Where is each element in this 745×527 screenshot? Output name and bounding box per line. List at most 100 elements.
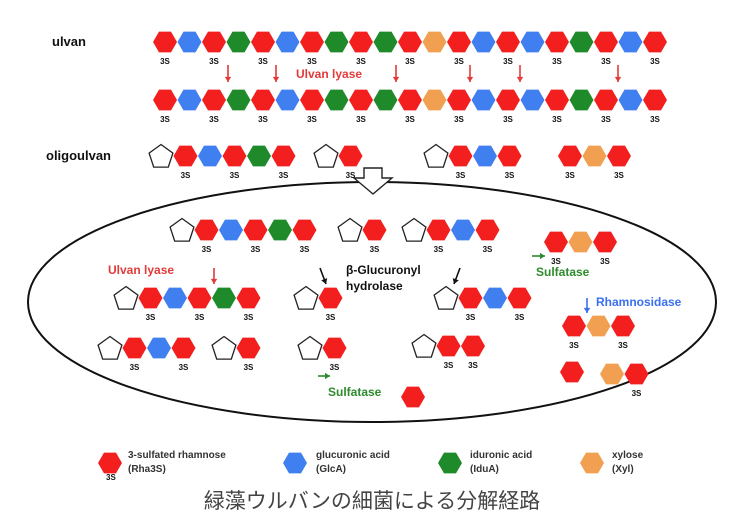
lyase-arrow-0 bbox=[224, 65, 232, 82]
sugar-B bbox=[147, 337, 171, 359]
sulfate-mark: 3S bbox=[650, 57, 660, 66]
sulfate-mark: 3S bbox=[258, 57, 268, 66]
legend-xyl-name: xylose bbox=[612, 450, 644, 461]
legend-rha3s-abbr: (Rha3S) bbox=[128, 464, 166, 475]
sugar-B bbox=[219, 219, 243, 241]
sugar-R bbox=[401, 386, 425, 408]
hydrolase-arrow-2 bbox=[452, 267, 461, 285]
sugar-R bbox=[624, 363, 649, 385]
legend bbox=[98, 452, 604, 474]
legend-glca-name: glucuronic acid bbox=[316, 450, 390, 461]
sugar-R bbox=[607, 145, 631, 167]
sulfate-mark: 3S bbox=[466, 313, 476, 322]
sugar-G bbox=[569, 31, 594, 53]
sugar-R bbox=[558, 145, 582, 167]
sugar-R bbox=[153, 31, 177, 53]
sugar-R bbox=[426, 219, 451, 241]
legend-hex-green bbox=[438, 452, 462, 474]
chain-in-c1: 3S 3S bbox=[97, 335, 196, 372]
sugar-B bbox=[275, 31, 300, 53]
sugar-R bbox=[436, 335, 461, 357]
sulfate-mark: 3S bbox=[456, 171, 466, 180]
sugar-R bbox=[122, 337, 147, 359]
sulfate-mark: 3S bbox=[483, 245, 493, 254]
sugar-O bbox=[586, 315, 611, 337]
sugar-B bbox=[471, 89, 496, 111]
sugar-B bbox=[618, 31, 643, 53]
sugar-G bbox=[226, 31, 251, 53]
sulfate-mark: 3S bbox=[601, 57, 611, 66]
sugar-B bbox=[451, 219, 475, 241]
sugar-O bbox=[600, 363, 624, 385]
sugar-R bbox=[562, 315, 586, 337]
arrows-layer bbox=[210, 65, 622, 380]
chain-in-b3: 3S 3S bbox=[433, 285, 532, 322]
sulfate-mark: 3S bbox=[195, 313, 205, 322]
sugar-B bbox=[473, 145, 497, 167]
lyase-arrow-5 bbox=[614, 65, 622, 82]
sugar-R bbox=[507, 287, 532, 309]
sugar-B bbox=[275, 89, 300, 111]
terminal-pentagon bbox=[297, 335, 323, 360]
terminal-pentagon bbox=[169, 217, 195, 242]
legend-glca-abbr: (GlcA) bbox=[316, 464, 346, 475]
sulfate-mark: 3S bbox=[505, 171, 515, 180]
sulfate-mark: 3S bbox=[251, 245, 261, 254]
sulfate-mark: 3S bbox=[179, 363, 189, 372]
sulfate-mark: 3S bbox=[370, 245, 380, 254]
sugar-R bbox=[300, 31, 324, 53]
sugar-O bbox=[568, 231, 593, 253]
sulfate-mark: 3S bbox=[600, 257, 610, 266]
sugar-R bbox=[458, 287, 483, 309]
sugar-G bbox=[247, 145, 271, 167]
sugar-R bbox=[194, 219, 219, 241]
sulfate-mark: 3S bbox=[434, 245, 444, 254]
sulfatase-arrow-bottom bbox=[318, 372, 330, 380]
sulfate-mark: 3S bbox=[244, 363, 254, 372]
terminal-pentagon bbox=[411, 333, 437, 358]
sulfate-mark: 3S bbox=[330, 363, 340, 372]
label-sulfatase-bottom: Sulfatase bbox=[328, 385, 382, 399]
lyase-arrow-3 bbox=[466, 65, 474, 82]
sulfate-mark: 3S bbox=[230, 171, 240, 180]
sugar-O bbox=[422, 31, 447, 53]
sugar-G bbox=[373, 89, 398, 111]
sugar-R bbox=[593, 231, 617, 253]
sulfate-mark: 3S bbox=[444, 361, 454, 370]
sugar-R bbox=[545, 31, 569, 53]
sulfate-mark: 3S bbox=[307, 115, 317, 124]
sugar-G bbox=[569, 89, 594, 111]
sugar-B bbox=[471, 31, 496, 53]
label-ulvan-lyase-inner: Ulvan lyase bbox=[108, 263, 174, 277]
sugar-R bbox=[322, 337, 347, 359]
sugar-R bbox=[594, 89, 618, 111]
sulfate-mark: 3S bbox=[130, 363, 140, 372]
terminal-pentagon bbox=[113, 285, 139, 310]
legend-hex-red bbox=[98, 452, 122, 474]
sugar-B bbox=[520, 89, 545, 111]
sugar-O bbox=[582, 145, 607, 167]
sugar-G bbox=[324, 89, 349, 111]
chain-in-c5 bbox=[560, 361, 584, 383]
label-hydrolase: hydrolase bbox=[346, 279, 403, 293]
sulfate-mark: 3S bbox=[160, 57, 170, 66]
sulfate-mark: 3S bbox=[356, 57, 366, 66]
sulfate-mark: 3S bbox=[515, 313, 525, 322]
sugar-R bbox=[202, 89, 226, 111]
label-ulvan-lyase-top: Ulvan lyase bbox=[296, 67, 362, 81]
label-beta-glucuronyl: β-Glucuronyl bbox=[346, 263, 421, 277]
sulfatase-arrow-right bbox=[532, 252, 545, 260]
sugar-R bbox=[461, 335, 485, 357]
legend-hex-blue bbox=[283, 452, 307, 474]
sulfate-mark: 3S bbox=[279, 171, 289, 180]
sugar-R bbox=[349, 31, 373, 53]
sugar-G bbox=[373, 31, 398, 53]
labels-layer: ulvan oligoulvan Ulvan lyase Ulvan lyase… bbox=[46, 34, 682, 513]
sulfate-mark: 3S bbox=[181, 171, 191, 180]
sugar-R bbox=[447, 31, 471, 53]
legend-iduA-name: iduronic acid bbox=[470, 450, 532, 461]
